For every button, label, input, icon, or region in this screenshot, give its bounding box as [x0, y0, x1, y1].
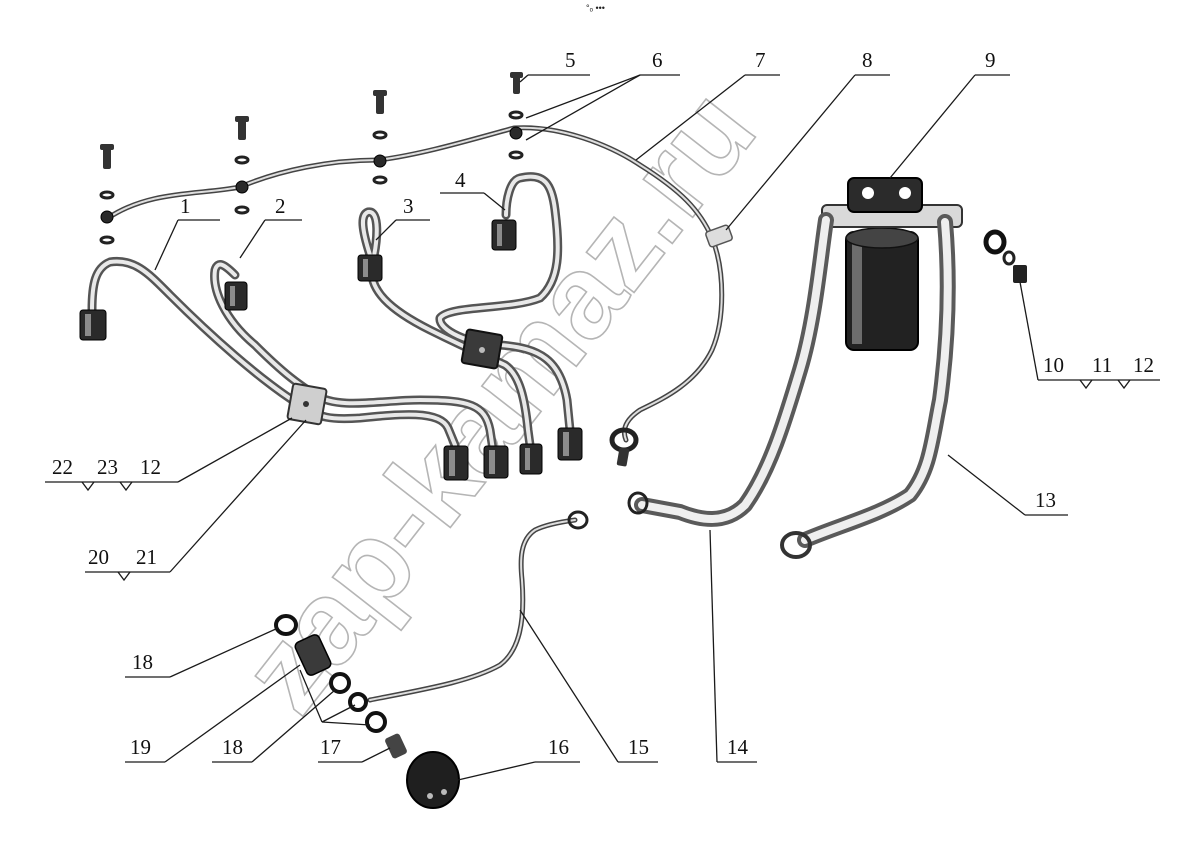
- callout-20: 20: [88, 545, 109, 569]
- line-clamp-lower: [286, 382, 328, 426]
- fuel-supply-line: [367, 510, 589, 703]
- banjo-bolt-2: [234, 116, 250, 215]
- callout-17-lower: 17: [320, 735, 341, 759]
- protective-cap: [406, 751, 460, 809]
- pump-nut-1: [443, 445, 469, 481]
- callout-labels: 1 2 3 4 5 6 7 8 9 10 11 12 13 14 15 16 1…: [52, 48, 1154, 759]
- callout-16: 16: [548, 735, 569, 759]
- injector-nut-2: [224, 281, 248, 311]
- injection-line-1: [79, 256, 469, 481]
- header-mark: °ₒ •••: [586, 3, 605, 13]
- return-line-banjo-fitting: [609, 427, 639, 467]
- return-line-clip: [705, 224, 733, 248]
- callout-4: 4: [455, 168, 466, 192]
- callout-10: 10: [1043, 353, 1064, 377]
- banjo-bolt-3: [372, 90, 388, 185]
- return-fuel-line: [105, 125, 725, 443]
- banjo-union-assembly: [274, 614, 407, 759]
- callout-18-lower: 18: [222, 735, 243, 759]
- pump-nut-4: [557, 427, 583, 461]
- callout-leaders: [45, 74, 1160, 781]
- callout-19: 19: [130, 735, 151, 759]
- callout-13: 13: [1035, 488, 1056, 512]
- callout-15: 15: [628, 735, 649, 759]
- callout-9: 9: [985, 48, 996, 72]
- banjo-bolt-1: [99, 144, 115, 245]
- injector-nut-4: [491, 219, 517, 251]
- callout-23: 23: [97, 455, 118, 479]
- filter-outlet-fittings: [983, 229, 1027, 283]
- filter-drain-tube: [780, 214, 956, 559]
- callout-6: 6: [652, 48, 663, 72]
- callout-8: 8: [862, 48, 873, 72]
- callout-22: 22: [52, 455, 73, 479]
- callout-3: 3: [403, 194, 414, 218]
- callout-11: 11: [1092, 353, 1112, 377]
- injection-line-4: [435, 172, 583, 461]
- callout-14: 14: [727, 735, 749, 759]
- filter-supply-tube: [627, 212, 834, 527]
- callout-5: 5: [565, 48, 576, 72]
- callout-12-clamp: 12: [140, 455, 161, 479]
- pump-nut-2: [483, 445, 509, 479]
- injector-nut-3: [357, 254, 383, 282]
- callout-2: 2: [275, 194, 286, 218]
- injection-line-3: [357, 207, 543, 475]
- fine-fuel-filter: [821, 177, 963, 351]
- banjo-bolt-4: [508, 72, 524, 160]
- callout-1: 1: [180, 194, 191, 218]
- banjo-bolt-group: [99, 72, 524, 245]
- injector-nut-1: [79, 309, 107, 341]
- pump-nut-3: [519, 443, 543, 475]
- callout-12: 12: [1133, 353, 1154, 377]
- callout-7: 7: [755, 48, 766, 72]
- callout-21: 21: [136, 545, 157, 569]
- callout-18-upper: 18: [132, 650, 153, 674]
- line-clamp-upper: [460, 328, 504, 370]
